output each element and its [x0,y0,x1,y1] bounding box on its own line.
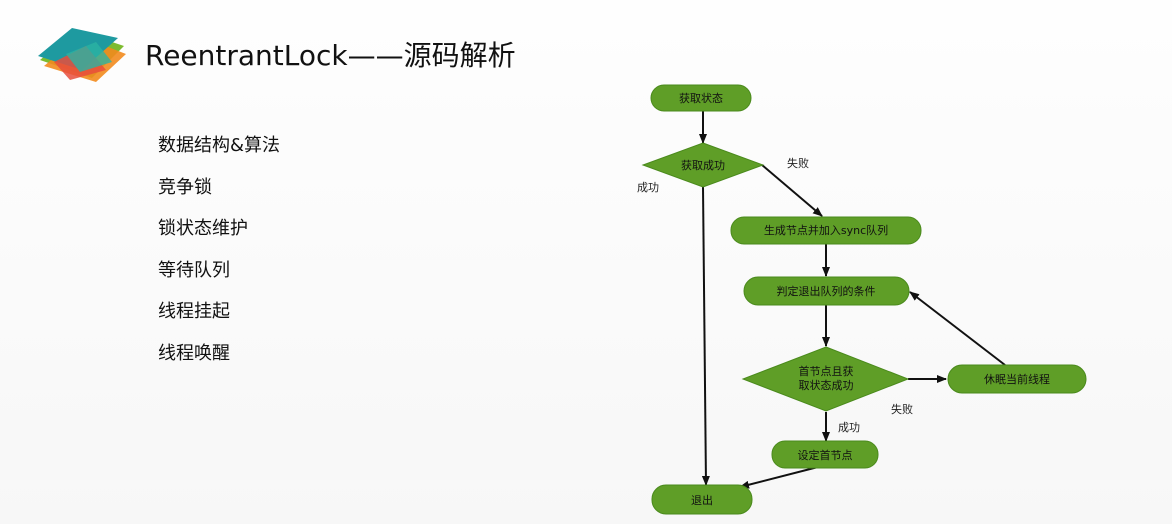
svg-text:获取成功: 获取成功 [681,159,725,172]
topic-item: 锁状态维护 [158,218,248,239]
slide-title: ReentrantLock——源码解析 [145,39,516,72]
svg-text:取状态成功: 取状态成功 [799,378,854,392]
topic-item: 等待队列 [158,259,230,281]
svg-text:判定退出队列的条件: 判定退出队列的条件 [777,284,876,298]
topic-item: 线程挂起 [158,301,230,322]
svg-text:休眠当前线程: 休眠当前线程 [984,372,1050,386]
flow-node-enqueue: 生成节点并加入sync队列 [730,216,922,245]
flow-decision-head-check: 首节点且获 取状态成功 [741,346,910,412]
flow-node-acquire-state: 获取状态 [650,84,752,112]
svg-text:退出: 退出 [691,493,713,507]
edge-sethead-to-exit [739,466,819,489]
topic-item: 竞争锁 [158,176,212,198]
topic-item: 线程唤醒 [158,342,230,364]
svg-text:获取状态: 获取状态 [679,91,723,105]
flow-edges [699,111,1006,489]
edge-label-fail: 失败 [787,156,809,170]
edge-label-fail: 失败 [891,402,913,416]
edge-check-success-to-exit [701,186,710,486]
flow-node-exit: 退出 [651,484,753,515]
svg-text:生成节点并加入sync队列: 生成节点并加入sync队列 [764,223,888,237]
topic-item: 数据结构&算法 [158,135,281,156]
svg-text:设定首节点: 设定首节点 [798,448,853,462]
edge-sleep-to-condition [909,291,1006,366]
svg-text:首节点且获: 首节点且获 [799,364,854,378]
topic-list: 数据结构&算法 竞争锁 锁状态维护 等待队列 线程挂起 线程唤醒 [158,134,280,383]
logo-icon [38,28,126,82]
edge-label-success: 成功 [838,421,860,434]
flow-node-set-head: 设定首节点 [771,440,879,469]
flow-decision-acquire-success: 获取成功 [641,142,765,188]
flow-node-exit-condition: 判定退出队列的条件 [743,276,910,306]
flow-node-sleep: 休眠当前线程 [947,364,1087,394]
edge-check-fail-to-enqueue [761,164,823,217]
edge-label-success: 成功 [637,181,659,194]
